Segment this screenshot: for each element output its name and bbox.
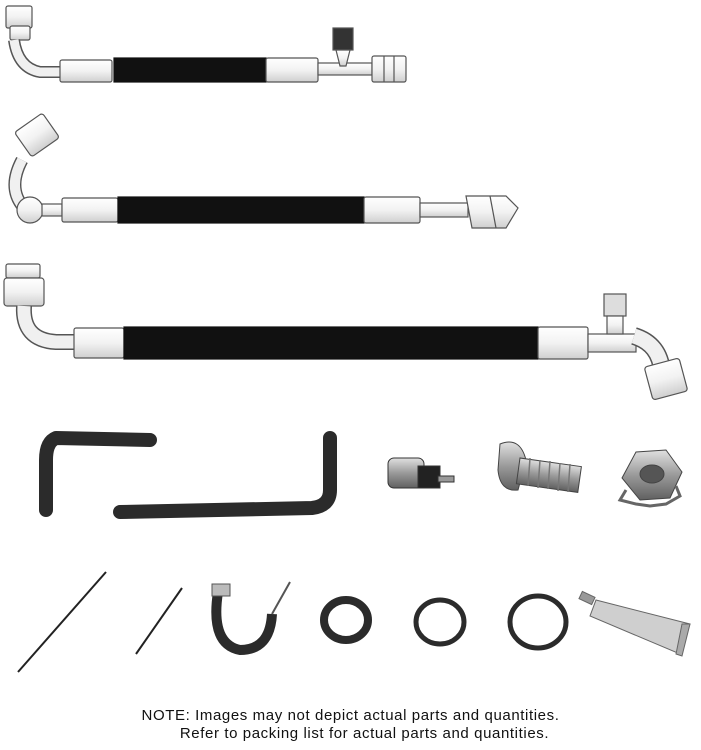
long-heater-hose (113, 431, 337, 519)
hose-body (117, 196, 365, 224)
cable-tie-short (135, 587, 183, 655)
fitting-nut (5, 5, 33, 29)
short-heater-hose (39, 431, 157, 517)
service-port (603, 293, 627, 317)
hose-clamp (211, 581, 291, 656)
hose-body (123, 326, 539, 360)
hose-assembly-3 (3, 263, 688, 401)
disclaimer-line-2: Refer to packing list for actual parts a… (179, 725, 550, 742)
o-ring-medium (413, 597, 467, 647)
lubricant-tube (578, 590, 691, 657)
o-ring-large (507, 593, 569, 651)
hose-assembly-2 (8, 113, 519, 229)
disclaimer-line-1: NOTE: Images may not depict actual parts… (141, 707, 560, 724)
o-ring-small (320, 596, 372, 644)
service-port (332, 27, 354, 51)
fitting-nut (5, 263, 41, 279)
hose-assembly-1 (5, 5, 407, 83)
hose-body (113, 57, 267, 83)
lock-nut (617, 449, 683, 508)
fitting-nut (15, 113, 59, 157)
cable-tie-long (17, 571, 107, 673)
pressure-switch (387, 457, 455, 489)
bolt (497, 441, 582, 493)
